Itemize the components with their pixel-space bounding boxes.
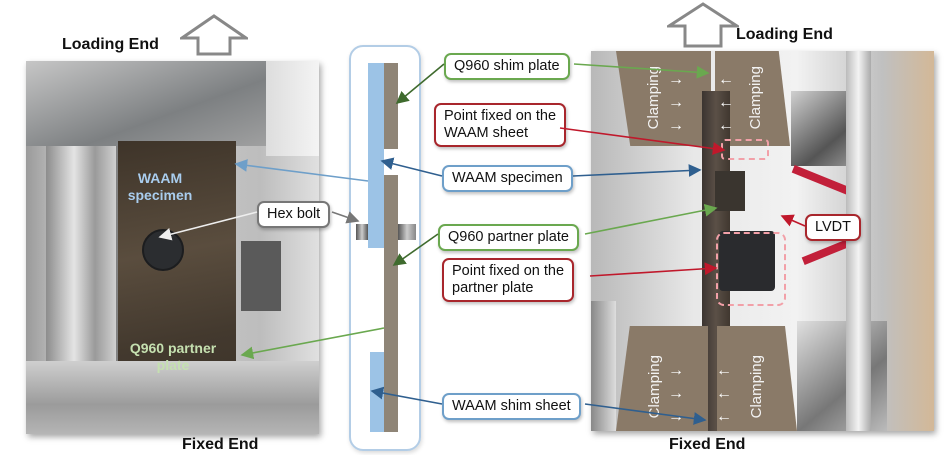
callout-lvdt: LVDT — [805, 214, 861, 241]
leader-hex-bolt-schematic — [331, 211, 360, 224]
callout-point-fixed-partner-plate: Point fixed on the partner plate — [442, 258, 575, 302]
leader-waam-specimen-schematic — [380, 157, 443, 177]
leader-shim-plate-photo — [573, 63, 710, 79]
lvdt-block — [719, 231, 775, 291]
leader-partner-plate-photo — [584, 203, 718, 235]
overlay-waam-specimen: WAAM specimen — [127, 170, 193, 203]
clamping-arrows-upper-left: →→→ — [668, 71, 684, 134]
leader-hex-bolt-photo — [158, 211, 258, 241]
right-fixed-end-label: Fixed End — [669, 436, 746, 453]
leader-waam-shim-sheet-schematic — [370, 386, 443, 405]
left-loading-end-label: Loading End — [62, 36, 159, 53]
lower-grip — [26, 361, 319, 434]
left-photo — [26, 61, 319, 434]
callout-waam-specimen: WAAM specimen — [442, 165, 573, 192]
schematic-bolt-left — [356, 224, 368, 240]
schematic-partner-plate — [384, 175, 398, 432]
schematic-shim-plate — [384, 63, 398, 149]
right-loading-arrow-icon — [667, 2, 739, 48]
right-photo — [591, 51, 934, 431]
lower-right-grip — [717, 326, 797, 431]
callout-waam-shim-sheet: WAAM shim sheet — [442, 393, 581, 420]
leader-waam-specimen-photo — [572, 164, 702, 177]
leader-waam-shim-sheet-photo — [584, 403, 707, 425]
schematic-waam-specimen — [368, 63, 384, 248]
overlay-q960-partner-plate: Q960 partner plate — [129, 340, 217, 373]
callout-hex-bolt: Hex bolt — [257, 201, 331, 228]
leader-partner-plate-point — [589, 262, 718, 277]
left-fixed-end-label: Fixed End — [182, 436, 259, 453]
leader-shim-plate-schematic — [395, 63, 445, 105]
callout-point-fixed-waam-sheet: Point fixed on the WAAM sheet — [434, 103, 567, 147]
callout-q960-shim-plate: Q960 shim plate — [444, 53, 570, 80]
leader-waam-sheet-point — [559, 127, 726, 155]
callout-q960-partner-plate: Q960 partner plate — [438, 224, 579, 251]
right-loading-end-label: Loading End — [736, 26, 833, 43]
upper-left-grip — [616, 51, 711, 146]
leader-partner-plate-schematic — [392, 233, 439, 266]
schematic-bolt-right — [398, 224, 416, 240]
left-loading-arrow-icon — [180, 14, 248, 56]
clamping-arrows-lower-right: ←←← — [716, 362, 732, 425]
clamping-arrows-upper-right: ←←← — [718, 71, 734, 134]
leader-lvdt — [780, 214, 806, 227]
leader-waam-specimen-left — [234, 159, 369, 182]
leader-partner-plate-left — [240, 327, 385, 360]
schematic-frame — [349, 45, 421, 451]
